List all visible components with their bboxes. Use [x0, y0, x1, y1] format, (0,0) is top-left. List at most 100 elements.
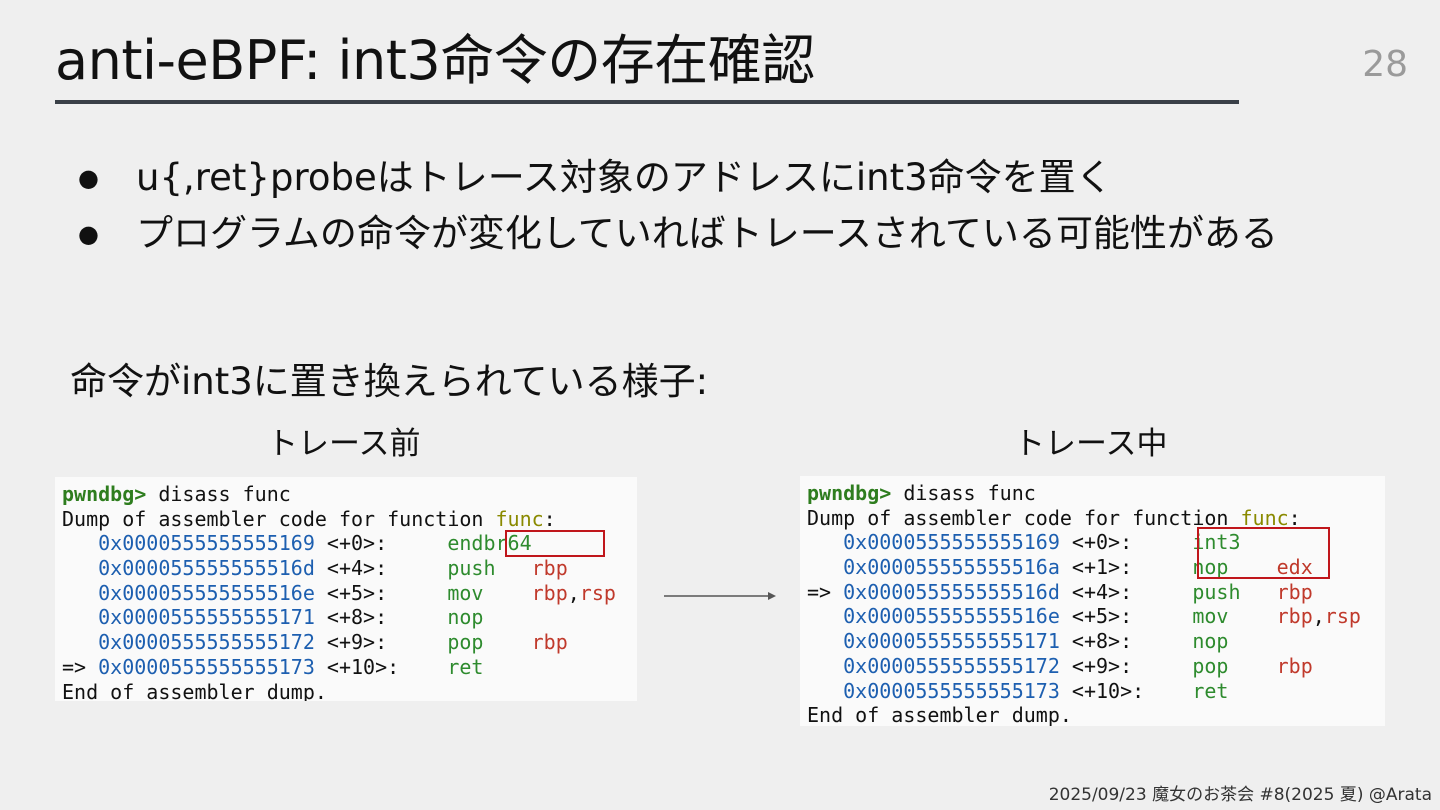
instruction-address: 0x0000555555555169 — [843, 530, 1060, 555]
bullet-text: プログラムの命令が変化していればトレースされている可能性がある — [136, 212, 1278, 255]
operand-1: edx — [1276, 555, 1313, 580]
bullet-item: ● プログラムの命令が変化していればトレースされている可能性がある — [74, 206, 1278, 262]
instruction-mnemonic: ret — [447, 654, 484, 679]
instruction-rows: 0x0000555555555169 <+0>: endbr64 0x00005… — [62, 531, 637, 679]
pc-marker: => — [62, 654, 99, 679]
operand-2: rsp — [1324, 604, 1361, 629]
instruction-mnemonic: pop — [447, 630, 532, 655]
instruction-row: => 0x0000555555555173 <+10>: ret — [62, 655, 637, 680]
dump-header: Dump of assembler code for function func… — [807, 506, 1385, 531]
instruction-address: 0x000055555555516a — [843, 555, 1060, 580]
instruction-row: 0x0000555555555169 <+0>: int3 — [807, 530, 1385, 555]
bullet-list: ● u{,ret}probeはトレース対象のアドレスにint3命令を置く ● プ… — [74, 150, 1278, 262]
instruction-offset: <+5>: — [1059, 604, 1193, 629]
title-underline — [55, 100, 1239, 104]
instruction-offset: <+9>: — [1059, 653, 1193, 678]
bullet-dot-icon: ● — [78, 220, 99, 248]
page-number: 28 — [1362, 44, 1408, 85]
instruction-row: 0x000055555555516e <+5>: mov rbp,rsp — [807, 604, 1385, 629]
command: disass func — [146, 482, 291, 506]
instruction-address: 0x0000555555555169 — [98, 531, 315, 556]
pc-marker — [807, 604, 843, 628]
bullet-item: ● u{,ret}probeはトレース対象のアドレスにint3命令を置く — [74, 150, 1278, 206]
highlight-box-int3-nop — [1197, 527, 1330, 579]
instruction-offset: <+0>: — [314, 531, 448, 556]
bullet-dot-icon: ● — [78, 164, 99, 192]
before-label: トレース前 — [267, 426, 421, 462]
operand-1: rbp — [531, 630, 568, 655]
instruction-mnemonic: nop — [1192, 629, 1229, 654]
instruction-row: 0x0000555555555171 <+8>: nop — [807, 629, 1385, 654]
instruction-offset: <+4>: — [314, 556, 448, 581]
operand-1: rbp — [1276, 604, 1313, 629]
slide-footer: 2025/09/23 魔女のお茶会 #8(2025 夏) @Arata — [1048, 785, 1432, 805]
dump-header-colon: : — [543, 506, 556, 531]
pc-marker — [807, 555, 843, 579]
instruction-address: 0x000055555555516e — [843, 604, 1060, 629]
instruction-address: 0x0000555555555171 — [98, 605, 315, 630]
instruction-row: => 0x000055555555516d <+4>: push rbp — [807, 580, 1385, 605]
instruction-mnemonic: mov — [1192, 604, 1277, 629]
instruction-offset: <+10>: — [1059, 678, 1193, 703]
instruction-mnemonic: push — [1192, 579, 1277, 604]
dump-footer: End of assembler dump. — [807, 703, 1072, 726]
operand-1: rbp — [1276, 653, 1313, 678]
highlight-box-endbr64 — [505, 530, 605, 557]
instruction-offset: <+1>: — [1059, 555, 1193, 580]
instruction-mnemonic: mov — [447, 580, 532, 605]
disassembly-before-panel: pwndbg> disass func Dump of assembler co… — [55, 477, 637, 701]
instruction-offset: <+8>: — [1059, 629, 1193, 654]
instruction-mnemonic: ret — [1192, 678, 1229, 703]
instruction-mnemonic: nop — [447, 605, 484, 630]
pc-marker — [62, 531, 98, 555]
pc-marker: => — [807, 579, 844, 604]
operand-1: rbp — [531, 580, 568, 605]
instruction-mnemonic: int3 — [1192, 530, 1241, 555]
instruction-mnemonic: endbr64 — [447, 531, 532, 556]
pc-marker — [807, 629, 843, 653]
instruction-row: 0x0000555555555172 <+9>: pop rbp — [807, 654, 1385, 679]
instruction-row: 0x000055555555516e <+5>: mov rbp,rsp — [62, 581, 637, 606]
instruction-offset: <+9>: — [314, 630, 448, 655]
dump-header-text: Dump of assembler code for function — [807, 505, 1241, 530]
instruction-address: 0x0000555555555173 — [98, 654, 315, 679]
function-name: func — [1240, 505, 1289, 530]
dump-header-colon: : — [1288, 505, 1301, 530]
instruction-address: 0x0000555555555173 — [843, 678, 1060, 703]
slide-title: anti-eBPF: int3命令の存在確認 — [55, 29, 815, 92]
instruction-offset: <+8>: — [314, 605, 448, 630]
instruction-row: 0x0000555555555169 <+0>: endbr64 — [62, 531, 637, 556]
after-label: トレース中 — [1014, 426, 1168, 462]
command: disass func — [891, 481, 1036, 505]
instruction-row: 0x0000555555555171 <+8>: nop — [62, 605, 637, 630]
pc-marker — [62, 556, 98, 580]
arrow-right-icon — [664, 592, 776, 600]
operand-separator: , — [1312, 604, 1325, 629]
instruction-mnemonic: push — [447, 556, 532, 581]
pc-marker — [62, 605, 98, 629]
instruction-row: 0x0000555555555172 <+9>: pop rbp — [62, 630, 637, 655]
operand-2: rsp — [579, 580, 616, 605]
dump-header: Dump of assembler code for function func… — [62, 507, 637, 532]
operand-1: rbp — [531, 556, 568, 581]
instruction-rows: 0x0000555555555169 <+0>: int3 0x00005555… — [807, 530, 1385, 703]
dump-footer: End of assembler dump. — [62, 679, 327, 702]
instruction-offset: <+4>: — [1059, 579, 1193, 604]
operand-separator: , — [567, 580, 580, 605]
prompt: pwndbg> — [62, 482, 147, 506]
instruction-address: 0x000055555555516d — [98, 556, 315, 581]
instruction-address: 0x000055555555516e — [98, 580, 315, 605]
instruction-row: 0x000055555555516d <+4>: push rbp — [62, 556, 637, 581]
command-line: pwndbg> disass func — [807, 481, 1385, 506]
dump-header-text: Dump of assembler code for function — [62, 506, 496, 531]
figure-caption: 命令がint3に置き換えられている様子: — [70, 360, 709, 403]
instruction-row: 0x0000555555555173 <+10>: ret — [807, 679, 1385, 704]
instruction-address: 0x000055555555516d — [843, 579, 1060, 604]
command-line: pwndbg> disass func — [62, 482, 637, 507]
prompt: pwndbg> — [807, 481, 892, 505]
instruction-address: 0x0000555555555172 — [843, 653, 1060, 678]
instruction-address: 0x0000555555555171 — [843, 629, 1060, 654]
function-name: func — [495, 506, 544, 531]
pc-marker — [807, 679, 843, 703]
disassembly-after-panel: pwndbg> disass func Dump of assembler co… — [800, 476, 1385, 726]
